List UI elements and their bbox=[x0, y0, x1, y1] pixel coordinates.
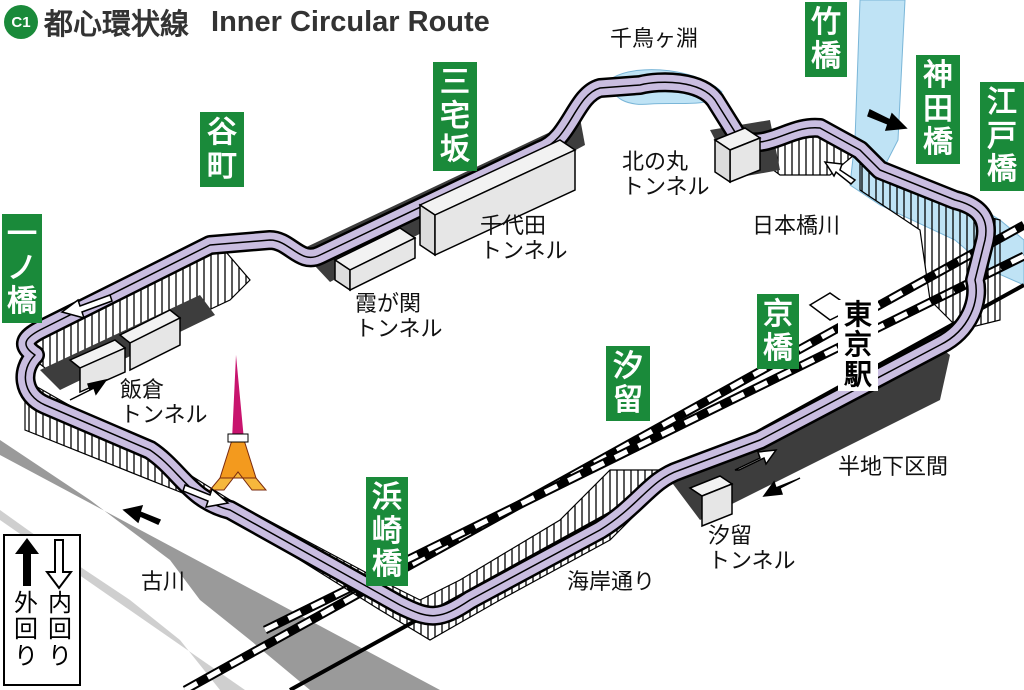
label-kasumigaseki-tunnel: 霞が関トンネル bbox=[355, 292, 443, 343]
map-title: C1 都心環状線 Inner Circular Route bbox=[4, 2, 490, 42]
sign-shiodome: 汐留 bbox=[606, 346, 650, 422]
label-furukawa: 古川 bbox=[141, 570, 186, 595]
shiodome-tunnel-box bbox=[688, 475, 734, 528]
arrow-outer-4 bbox=[867, 108, 908, 131]
route-badge-icon: C1 bbox=[4, 5, 38, 39]
sign-kyobashi: 京橋 bbox=[757, 294, 799, 370]
direction-legend: 外回り 内回り bbox=[3, 534, 81, 686]
route-name-en: Inner Circular Route bbox=[211, 5, 490, 38]
sign-hamazakibashi: 浜崎橋 bbox=[366, 477, 408, 586]
arrow-inner-3 bbox=[762, 477, 801, 497]
sign-edobashi: 江戸橋 bbox=[980, 82, 1024, 191]
station-pointer bbox=[808, 292, 841, 321]
direction-arrows bbox=[60, 108, 908, 525]
sign-tanimachi: 谷町 bbox=[200, 112, 244, 188]
sign-ichinohashi: 一ノ橋 bbox=[2, 214, 42, 323]
sign-kandabashi: 神田橋 bbox=[916, 55, 960, 164]
arrow-outer-2 bbox=[182, 484, 230, 508]
arrow-inner-1 bbox=[69, 378, 108, 401]
arrow-outer-3 bbox=[734, 449, 778, 471]
tokyo-station-label: 東京駅 bbox=[838, 299, 878, 391]
legend-inner-label: 内回り bbox=[48, 589, 72, 670]
arrow-inner-4 bbox=[823, 161, 857, 186]
kasumigaseki-tunnel-box bbox=[333, 227, 417, 292]
legend-arrows bbox=[15, 538, 73, 590]
label-nihonbashi-river: 日本橋川 bbox=[752, 214, 841, 239]
legend-outer-label: 外回り bbox=[14, 589, 38, 670]
label-iikura-tunnel: 飯倉トンネル bbox=[120, 378, 208, 429]
sign-takebashi: 竹橋 bbox=[805, 2, 847, 78]
label-chidorigafuchi: 千鳥ヶ淵 bbox=[610, 27, 699, 52]
sign-miyakezaka: 三宅坂 bbox=[433, 62, 477, 171]
label-kaigan-dori: 海岸通り bbox=[567, 570, 656, 595]
arrow-outer-1 bbox=[60, 294, 113, 320]
label-shiodome-tunnel: 汐留トンネル bbox=[708, 524, 796, 575]
tokyo-tower-icon bbox=[208, 355, 268, 491]
iikura-tunnel-box bbox=[68, 309, 182, 394]
legend-outer-arrow-icon bbox=[15, 538, 39, 586]
label-underground-section: 半地下区間 bbox=[838, 455, 949, 480]
route-name-ja: 都心環状線 bbox=[44, 7, 190, 41]
arrow-inner-2 bbox=[122, 504, 162, 525]
tunnel-boxes bbox=[68, 127, 762, 528]
label-chiyoda-tunnel: 千代田トンネル bbox=[480, 214, 568, 265]
label-kitanomaru-tunnel: 北の丸トンネル bbox=[622, 150, 710, 201]
legend-inner-arrow-icon bbox=[45, 539, 73, 590]
chiyoda-tunnel-box bbox=[418, 139, 577, 257]
kitanomaru-tunnel-box bbox=[713, 127, 762, 184]
